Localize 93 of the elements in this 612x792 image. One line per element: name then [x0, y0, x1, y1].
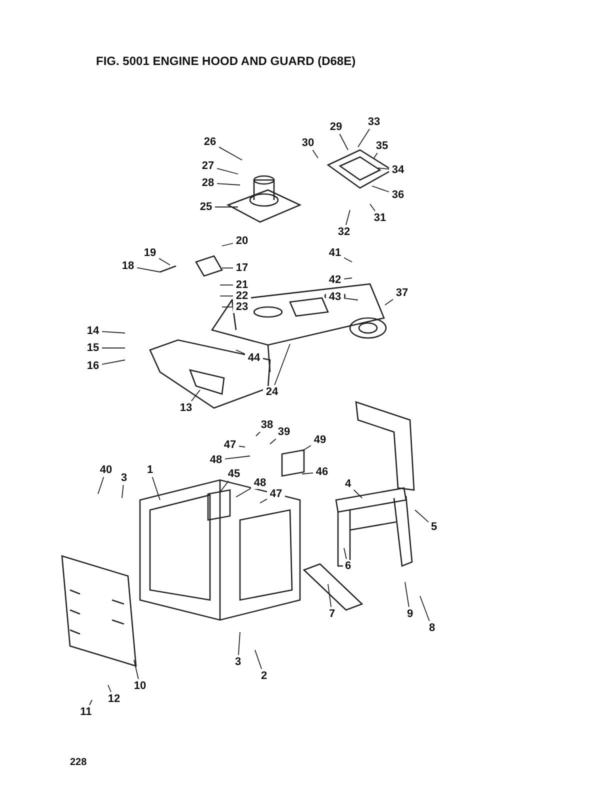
leader-line — [414, 510, 429, 523]
callout-number: 30 — [299, 137, 317, 149]
callout-number: 41 — [326, 247, 344, 259]
leader-line — [136, 267, 160, 272]
leader-line — [420, 596, 430, 622]
callout-number: 9 — [404, 608, 416, 620]
callout-number: 36 — [389, 189, 407, 201]
callout-number: 28 — [199, 177, 217, 189]
leader-line — [358, 128, 370, 148]
leader-line — [102, 331, 126, 334]
callout-number: 25 — [197, 201, 215, 213]
leader-line — [238, 632, 240, 656]
callout-number: 22 — [233, 290, 251, 302]
leader-line — [191, 390, 200, 402]
callout-number: 3 — [232, 656, 244, 668]
callout-number: 37 — [393, 287, 411, 299]
callout-number: 21 — [233, 279, 251, 291]
callout-number: 7 — [326, 608, 338, 620]
leader-line — [222, 242, 234, 246]
leader-line — [152, 476, 160, 500]
leader-line — [214, 206, 238, 208]
callout-number: 6 — [342, 560, 354, 572]
leader-line — [158, 258, 170, 266]
leader-line — [372, 186, 390, 192]
leader-line — [216, 183, 240, 186]
callout-number: 42 — [326, 274, 344, 286]
callout-number: 48 — [251, 477, 269, 489]
leader-line — [222, 306, 234, 308]
leader-line — [224, 456, 250, 460]
leader-line — [108, 684, 112, 692]
callout-number: 20 — [233, 235, 251, 247]
leader-line — [374, 152, 378, 158]
callout-number: 2 — [258, 670, 270, 682]
leader-line — [218, 146, 242, 160]
callout-number: 8 — [426, 622, 438, 634]
callout-number: 31 — [371, 212, 389, 224]
callout-number: 5 — [428, 521, 440, 533]
leader-line — [302, 445, 312, 452]
leader-line — [122, 484, 124, 498]
leader-line — [370, 204, 376, 212]
callout-number: 33 — [365, 116, 383, 128]
leader-line — [384, 298, 394, 306]
callout-number: 43 — [326, 291, 344, 303]
callout-number: 47 — [221, 439, 239, 451]
callout-number: 32 — [335, 226, 353, 238]
callout-number: 48 — [207, 454, 225, 466]
callout-number: 46 — [313, 466, 331, 478]
leader-line — [236, 488, 252, 498]
leader-line — [270, 438, 276, 444]
leader-line — [254, 650, 262, 670]
callout-number: 27 — [199, 160, 217, 172]
leader-line — [238, 446, 246, 448]
callout-number: 38 — [258, 419, 276, 431]
leader-line — [404, 582, 410, 608]
figure-title: FIG. 5001 ENGINE HOOD AND GUARD (D68E) — [96, 54, 356, 68]
leader-line — [344, 278, 352, 280]
leader-line — [216, 168, 238, 174]
leader-line — [353, 489, 362, 498]
callout-number: 39 — [275, 426, 293, 438]
leader-line — [328, 584, 332, 608]
leader-line — [344, 257, 352, 262]
leader-line — [312, 150, 318, 158]
leader-line — [302, 472, 314, 474]
leader-line — [134, 660, 139, 680]
page-number: 228 — [70, 757, 87, 768]
callout-number: 26 — [201, 136, 219, 148]
callout-number: 45 — [225, 468, 243, 480]
callout-number: 4 — [342, 478, 354, 490]
callout-number: 35 — [373, 140, 391, 152]
callout-number: 47 — [267, 488, 285, 500]
leader-line — [260, 498, 268, 504]
callout-number: 44 — [245, 352, 263, 364]
callout-number: 49 — [311, 434, 329, 446]
leader-line — [102, 360, 126, 365]
leader-line — [378, 168, 390, 170]
leader-line — [236, 350, 246, 354]
callout-number: 24 — [263, 386, 281, 398]
leader-line — [220, 480, 229, 492]
leader-line — [344, 548, 347, 560]
leader-line — [98, 476, 104, 494]
leader-line — [274, 344, 290, 386]
callout-number: 3 — [118, 472, 130, 484]
leader-line — [339, 134, 348, 150]
leader-line — [220, 284, 234, 286]
callout-number: 1 — [144, 464, 156, 476]
leader-line — [344, 298, 358, 300]
callout-number: 40 — [97, 464, 115, 476]
leader-line — [256, 432, 260, 436]
leader-line — [89, 700, 92, 706]
callout-number: 23 — [233, 301, 251, 313]
callout-number: 29 — [327, 121, 345, 133]
leader-line — [345, 210, 350, 226]
callout-number: 34 — [389, 164, 407, 176]
